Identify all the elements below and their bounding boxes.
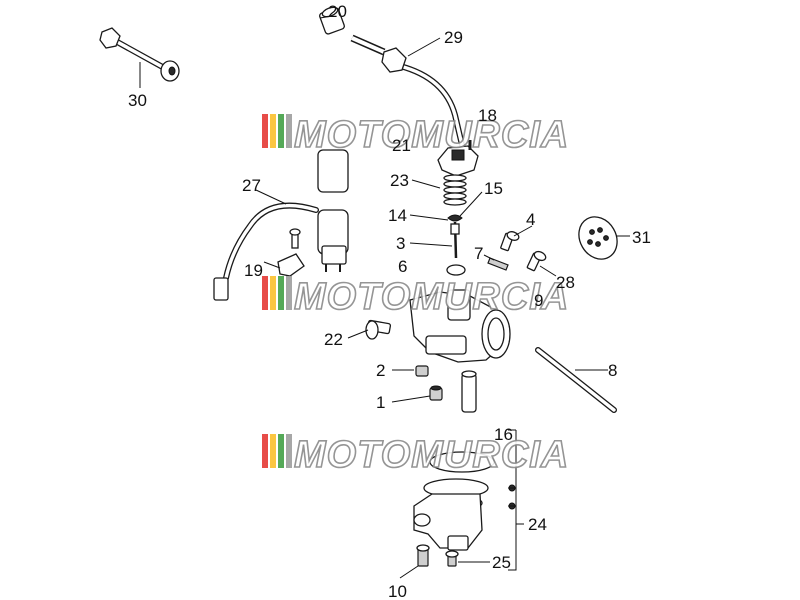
part-30-bolt — [99, 27, 180, 82]
part-4-screw — [500, 231, 520, 252]
callout-21: 21 — [392, 136, 411, 155]
watermark-text-top: MOTOMURCIA — [294, 114, 569, 156]
callout-25: 25 — [492, 553, 511, 572]
callout-16: 16 — [494, 425, 513, 444]
part-2-jet — [415, 365, 429, 377]
part-20-cap — [319, 6, 345, 35]
part-3-needle — [450, 221, 460, 259]
part-10-screw — [416, 544, 430, 567]
part-1-jet — [429, 385, 443, 401]
callout-7: 7 — [474, 244, 483, 263]
part-19-clamp — [277, 228, 305, 277]
part-15-clip — [447, 214, 463, 222]
callout-20: 20 — [328, 2, 347, 21]
callout-23: 23 — [390, 171, 409, 190]
watermark-text-middle: MOTOMURCIA — [294, 276, 569, 318]
leader-lines — [139, 15, 630, 579]
atomizer-tube — [461, 370, 477, 413]
part-27-electric-choke — [213, 149, 349, 301]
callout-28: 28 — [556, 273, 575, 292]
part-29-throttle-cable — [350, 34, 465, 148]
callout-15: 15 — [484, 179, 503, 198]
watermark-middle: MOTOMURCIA — [262, 275, 569, 319]
part-31-cover-disc — [578, 216, 618, 260]
watermark-bottom: MOTOMURCIA — [262, 433, 569, 477]
part-28-screw — [526, 250, 547, 272]
callout-4: 4 — [526, 210, 535, 229]
part-6-slide — [446, 264, 466, 276]
watermark-text-bottom: MOTOMURCIA — [294, 434, 569, 476]
callout-10: 10 — [388, 582, 407, 600]
part-21-top-cover — [437, 140, 479, 177]
callout-1: 1 — [376, 393, 385, 412]
part-25-screw — [445, 550, 459, 567]
callout-3: 3 — [396, 234, 405, 253]
watermark-top: MOTOMURCIA — [262, 113, 569, 157]
part-7-screw — [487, 257, 509, 271]
callout-19: 19 — [244, 261, 263, 280]
callout-9: 9 — [534, 291, 543, 310]
part-23-spring — [443, 174, 467, 206]
callout-2: 2 — [376, 361, 385, 380]
callout-6: 6 — [398, 257, 407, 276]
callout-18: 18 — [478, 106, 497, 125]
callout-14: 14 — [388, 206, 407, 225]
callout-30: 30 — [128, 91, 147, 110]
part-22-screw — [365, 319, 392, 340]
callout-labels: 20 29 30 18 21 23 15 27 14 4 31 3 7 6 19… — [128, 2, 651, 600]
part-8-hose — [535, 347, 617, 413]
callout-31: 31 — [632, 228, 651, 247]
callout-22: 22 — [324, 330, 343, 349]
callout-24: 24 — [528, 515, 547, 534]
callout-8: 8 — [608, 361, 617, 380]
part-24-float-bowl-assembly — [413, 451, 516, 551]
carburettor-body — [409, 289, 511, 363]
callout-27: 27 — [242, 176, 261, 195]
callout-29: 29 — [444, 28, 463, 47]
